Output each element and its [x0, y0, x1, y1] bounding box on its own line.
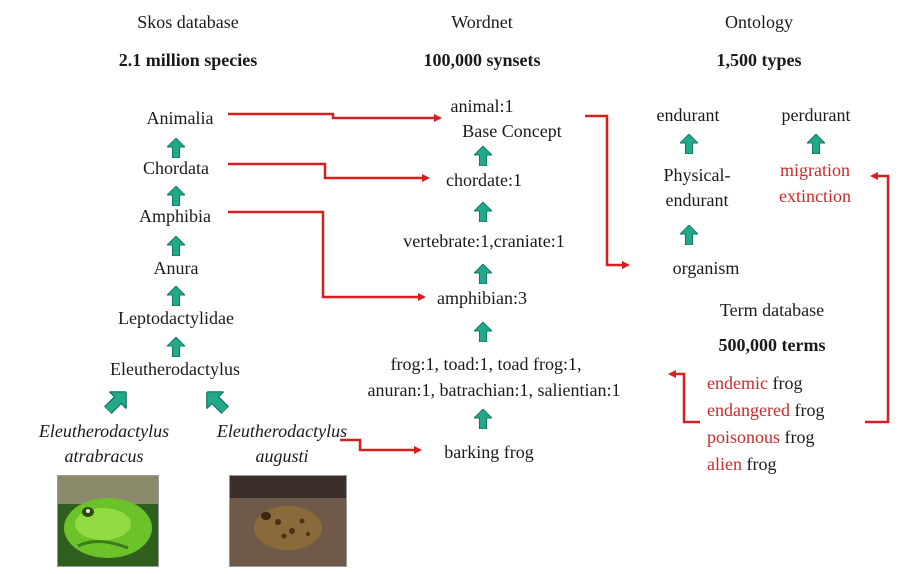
green-up-arrow-icon: [474, 322, 492, 342]
green-up-left-arrow-icon: [198, 383, 233, 418]
red-connector-amphibia-amphibian: [228, 212, 424, 297]
green-up-arrow-icon: [167, 186, 185, 206]
green-up-arrow-icon: [167, 236, 185, 256]
green-up-arrow-icon: [167, 286, 185, 306]
green-up-right-arrow-icon: [99, 383, 134, 418]
red-connector-terms-frog: [670, 374, 700, 422]
red-connector-chordata-chordate: [228, 164, 428, 178]
green-up-arrow-icon: [167, 138, 185, 158]
green-up-arrow-icon: [474, 202, 492, 222]
green-up-arrow-icon: [474, 409, 492, 429]
green-up-arrow-icon: [807, 134, 825, 154]
green-up-arrow-icon: [474, 146, 492, 166]
green-up-arrow-icon: [167, 337, 185, 357]
red-connector-terms-ontology: [865, 176, 888, 422]
green-up-arrow-icon: [680, 134, 698, 154]
red-connector-animalia-animal: [228, 114, 440, 118]
green-up-arrow-icon: [474, 264, 492, 284]
red-connector-base-concept-organism: [585, 116, 628, 265]
green-up-arrow-icon: [680, 225, 698, 245]
red-connector-augusti-barking-frog: [340, 440, 420, 450]
